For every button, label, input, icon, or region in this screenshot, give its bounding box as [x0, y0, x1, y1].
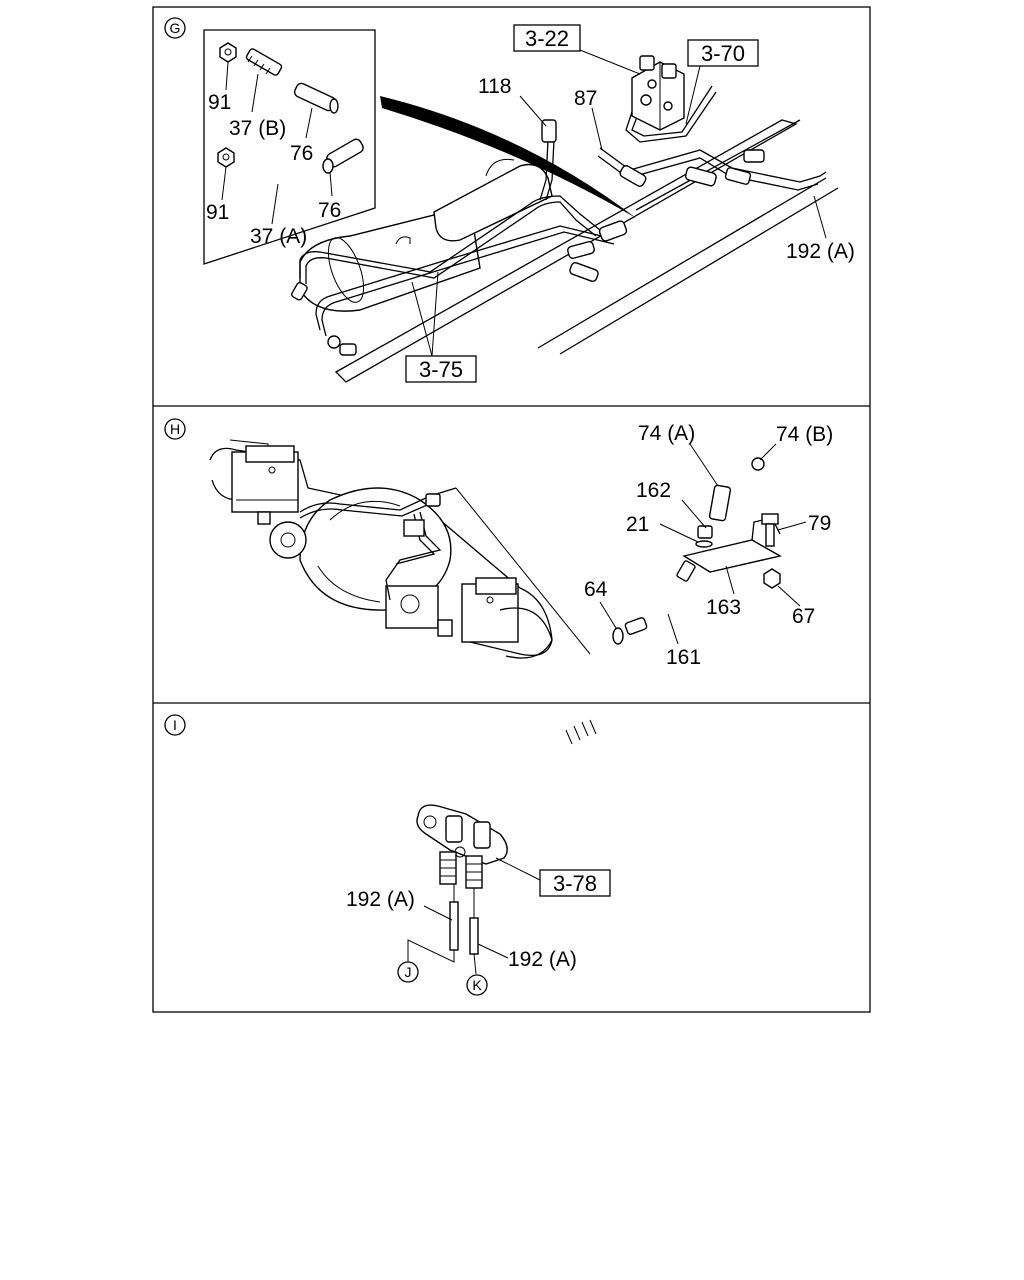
ref-3-78-text: 3-78	[553, 871, 597, 896]
label-37a: 37 (A)	[250, 225, 307, 248]
connector-j: J	[397, 961, 419, 983]
air-tanks	[299, 158, 553, 312]
label-192a-g: 192 (A)	[786, 240, 855, 263]
section-h-marker-text: H	[170, 421, 180, 437]
tube-76-top-icon	[293, 82, 339, 114]
label-74a: 74 (A)	[638, 422, 695, 445]
nut-91-top-icon	[219, 42, 237, 63]
section-h: H	[164, 418, 833, 669]
nut-91-bottom-icon	[217, 147, 235, 168]
ref-3-75-text: 3-75	[419, 357, 463, 382]
label-91-top: 91	[208, 91, 231, 114]
o-ring-64-icon	[612, 627, 624, 645]
label-67: 67	[792, 605, 815, 628]
label-87: 87	[574, 87, 597, 110]
fittings-inset-box: 91 37 (B) 76 91 37 (A) 76	[203, 29, 376, 265]
section-i-marker: I	[164, 714, 186, 736]
label-76-bottom: 76	[318, 199, 341, 222]
panel-frames	[152, 6, 871, 1013]
ref-box-3-70[interactable]: 3-70	[687, 39, 759, 67]
section-g: G	[164, 17, 855, 383]
union-37b-icon	[245, 48, 283, 76]
connector-j-text: J	[405, 964, 412, 980]
chassis-frame	[334, 119, 839, 383]
label-79: 79	[808, 512, 831, 535]
elbow-37a-icon	[245, 163, 309, 185]
ref-3-22-text: 3-22	[525, 26, 569, 51]
label-21: 21	[626, 513, 649, 536]
section-i-marker-text: I	[173, 717, 177, 733]
connector-k: K	[466, 974, 488, 996]
label-74b: 74 (B)	[776, 423, 833, 446]
section-g-marker-text: G	[170, 20, 181, 36]
label-192a-right: 192 (A)	[508, 948, 577, 971]
label-192a-left: 192 (A)	[346, 888, 415, 911]
washer-21-icon	[695, 540, 713, 548]
section-i: I	[164, 714, 611, 996]
coupling-head-assembly	[407, 719, 597, 975]
hose-161-icon	[624, 560, 696, 635]
ref-box-3-75[interactable]: 3-75	[405, 355, 477, 383]
tube-76-bottom-icon	[322, 138, 364, 174]
rear-axle-assembly	[209, 439, 591, 659]
view-wedge-icon	[380, 96, 636, 218]
label-118: 118	[478, 75, 511, 98]
nut-162-icon	[697, 525, 713, 539]
label-161: 161	[666, 646, 701, 669]
label-64: 64	[584, 578, 608, 601]
nut-67-icon	[763, 568, 781, 589]
ref-box-3-22[interactable]: 3-22	[513, 24, 581, 52]
section-g-marker: G	[164, 17, 186, 39]
bolt-79-icon	[761, 513, 779, 547]
relay-valve-icon	[631, 55, 685, 131]
label-37b: 37 (B)	[229, 117, 286, 140]
ref-3-70-text: 3-70	[701, 41, 745, 66]
label-163: 163	[706, 596, 741, 619]
connector-74a-icon	[708, 484, 732, 522]
section-h-marker: H	[164, 418, 186, 440]
label-162: 162	[636, 479, 671, 502]
label-76-top: 76	[290, 142, 313, 165]
label-91-bottom: 91	[206, 201, 229, 224]
ref-box-3-78[interactable]: 3-78	[539, 869, 611, 897]
pipe-fittings	[291, 119, 765, 356]
connector-k-text: K	[472, 977, 482, 993]
elbow-74b-icon	[725, 450, 765, 474]
